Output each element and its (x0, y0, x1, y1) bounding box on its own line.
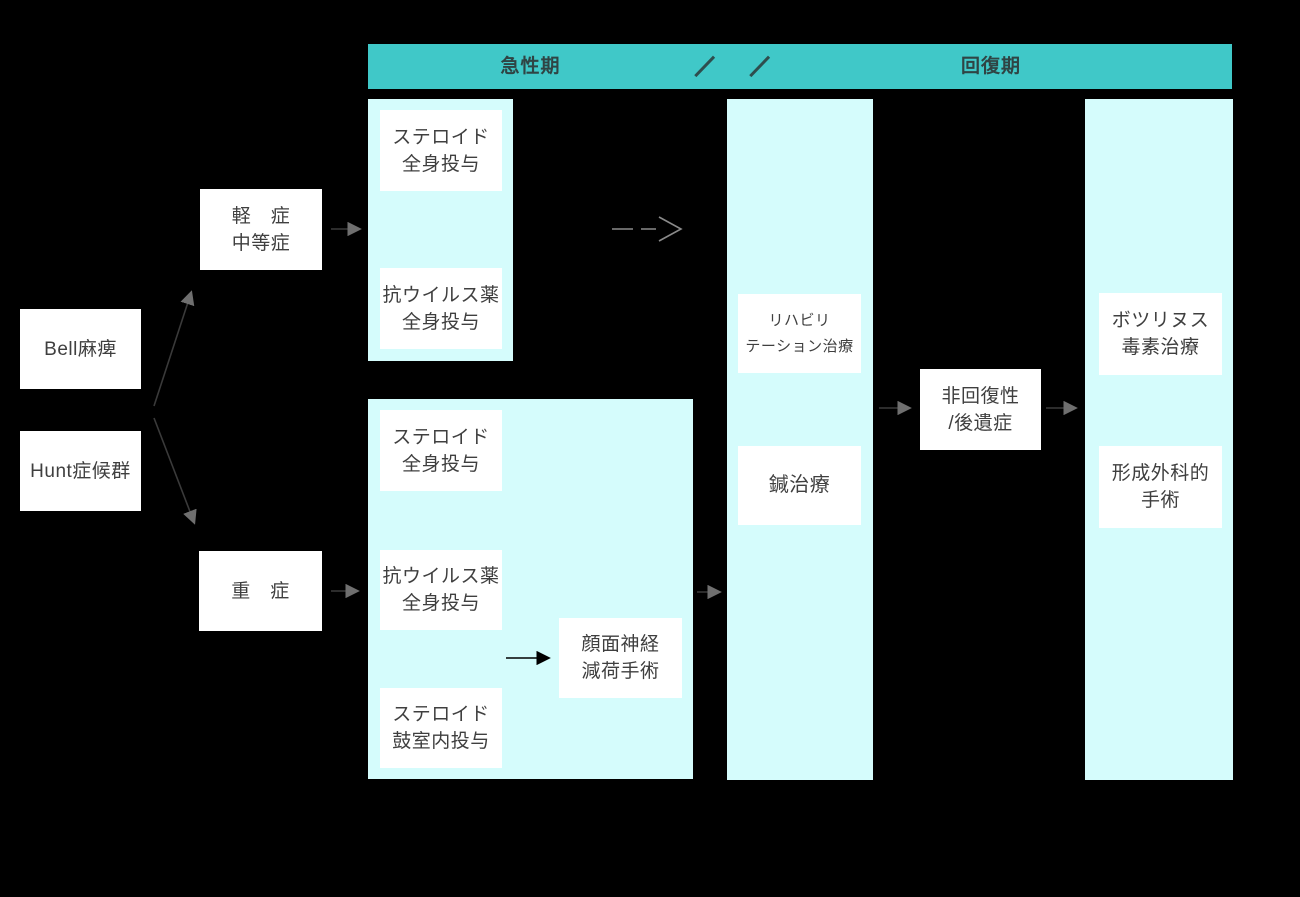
arrow-conditions-to-mild (153, 290, 195, 407)
phase-header-bar: 急性期 回復期 (368, 44, 1232, 89)
node-facial-nerve-decompression: 顔面神経 減荷手術 (559, 618, 682, 698)
node-systemic-steroid-severe: ステロイド 全身投与 (380, 410, 502, 491)
node-label: Bell麻痺 (44, 338, 117, 360)
node-intratympanic-steroid: ステロイド 鼓室内投与 (380, 688, 502, 768)
node-systemic-steroid-mild: ステロイド 全身投与 (380, 110, 502, 191)
node-label: 手術 (1140, 490, 1180, 511)
node-acupuncture: 鍼治療 (738, 446, 861, 525)
node-label: 全身投与 (401, 153, 480, 175)
node-label: 抗ウイルス薬 (382, 284, 500, 306)
node-label: ステロイド (392, 704, 490, 725)
node-hunt-syndrome: Hunt症候群 (20, 431, 141, 511)
node-label: 軽 症 (231, 205, 291, 227)
node-rehabilitation: リハビリ テーション治療 (738, 294, 861, 373)
node-label: 鼓室内投与 (392, 731, 490, 752)
arrowhead-dashed-acute-to-recovery (658, 216, 683, 242)
node-label: テーション治療 (745, 337, 854, 355)
recovery-phase-label: 回復期 (960, 56, 1021, 77)
node-label: 全身投与 (401, 311, 480, 333)
node-label: ステロイド (392, 126, 490, 148)
node-systemic-antiviral-severe: 抗ウイルス薬 全身投与 (380, 550, 502, 630)
node-label: Hunt症候群 (30, 460, 131, 482)
node-label: ボツリヌス (1111, 310, 1210, 331)
node-botulinum-toxin: ボツリヌス 毒素治療 (1099, 293, 1222, 375)
node-label: 顔面神経 (581, 634, 660, 655)
acute-phase-label: 急性期 (500, 56, 561, 77)
node-bell-palsy: Bell麻痺 (20, 309, 141, 389)
node-label: ステロイド (392, 426, 490, 448)
node-label: 非回復性 (941, 385, 1020, 407)
node-label: 鍼治療 (768, 474, 831, 496)
sequelae-panel (1085, 99, 1233, 780)
node-label: 重 症 (231, 580, 290, 602)
node-non-recovery-sequelae: 非回復性 /後遺症 (920, 369, 1041, 450)
node-label: 抗ウイルス薬 (382, 566, 500, 587)
phase-break-mark (749, 55, 770, 77)
node-severe: 重 症 (199, 551, 322, 631)
node-label: 全身投与 (401, 453, 480, 475)
node-plastic-surgery: 形成外科的 手術 (1099, 446, 1222, 528)
node-label: 毒素治療 (1121, 337, 1200, 358)
node-label: 減荷手術 (581, 661, 660, 682)
node-label: /後遺症 (948, 412, 1013, 434)
node-label: 全身投与 (401, 593, 480, 614)
node-label: 中等症 (231, 232, 291, 254)
node-label: 形成外科的 (1111, 463, 1210, 484)
node-mild-moderate: 軽 症 中等症 (200, 189, 322, 270)
phase-break-mark (694, 55, 715, 77)
node-systemic-antiviral-mild: 抗ウイルス薬 全身投与 (380, 268, 502, 349)
arrow-conditions-to-severe (153, 417, 197, 525)
node-label: リハビリ (768, 311, 831, 329)
recovery-panel (727, 99, 873, 780)
